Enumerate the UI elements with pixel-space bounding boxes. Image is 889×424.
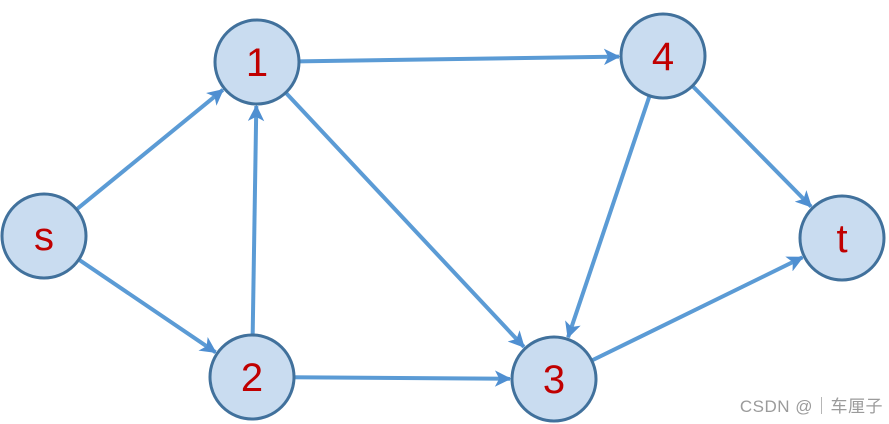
node-4: 4 bbox=[619, 12, 707, 100]
edge-4-to-3 bbox=[565, 55, 665, 339]
watermark: CSDN @｜车厘子 bbox=[739, 397, 883, 416]
node-label-2: 2 bbox=[241, 356, 263, 400]
edge-2-to-1 bbox=[247, 104, 265, 378]
edge-3-to-t bbox=[553, 255, 804, 381]
node-s: s bbox=[0, 192, 88, 280]
node-circle-1 bbox=[213, 18, 301, 106]
node-label-4: 4 bbox=[652, 35, 674, 79]
node-circle-3 bbox=[510, 335, 598, 423]
node-t: t bbox=[798, 194, 886, 282]
edge-1-to-3 bbox=[255, 60, 526, 349]
node-1: 1 bbox=[213, 18, 301, 106]
node-circle-s bbox=[0, 192, 88, 280]
node-2: 2 bbox=[208, 333, 296, 421]
node-label-s: s bbox=[34, 215, 54, 259]
node-circle-t bbox=[798, 194, 886, 282]
node-circle-2 bbox=[208, 333, 296, 421]
node-3: 3 bbox=[510, 335, 598, 423]
node-label-3: 3 bbox=[543, 358, 565, 402]
node-label-1: 1 bbox=[246, 41, 268, 85]
node-circle-4 bbox=[619, 12, 707, 100]
node-label-t: t bbox=[836, 217, 847, 261]
edge-1-to-4 bbox=[256, 48, 621, 66]
